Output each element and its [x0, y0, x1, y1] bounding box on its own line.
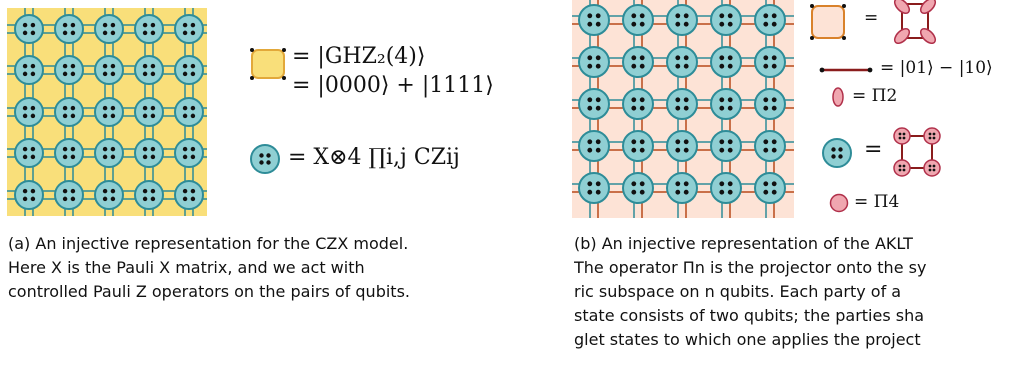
- caption-b: (b) An injective representation of the A…: [574, 232, 1011, 352]
- lattice-site: [710, 4, 742, 36]
- lattice-site: [710, 172, 742, 204]
- lattice-site: [14, 180, 44, 210]
- lattice-site: [14, 14, 44, 44]
- lattice-site: [710, 130, 742, 162]
- caption-a-line: (a) An injective representation for the …: [8, 234, 409, 253]
- singlet-bond-icon: [819, 67, 873, 73]
- lattice-site: [174, 55, 204, 85]
- lattice-site: [134, 14, 164, 44]
- lattice-site: [666, 172, 698, 204]
- lattice-site: [14, 138, 44, 168]
- lattice-site: [174, 97, 204, 127]
- lattice-site: [666, 4, 698, 36]
- lattice-site: [14, 97, 44, 127]
- lattice-site: [54, 14, 84, 44]
- singlet-equation: = |01⟩ − |10⟩: [880, 58, 993, 78]
- lattice-site: [578, 4, 610, 36]
- lattice-site: [14, 55, 44, 85]
- lattice-site: [54, 97, 84, 127]
- lattice-site: [754, 130, 786, 162]
- lattice-site: [622, 4, 654, 36]
- lattice-site: [622, 46, 654, 78]
- ghz-expansion: = |0000⟩ + |1111⟩: [292, 73, 494, 98]
- pi4-equation: = Π4: [854, 192, 900, 212]
- lattice-site: [578, 88, 610, 120]
- lattice-site: [578, 172, 610, 204]
- caption-b-line: (b) An injective representation of the A…: [574, 234, 913, 253]
- ghz-equation: = |GHZ₂(4)⟩: [292, 44, 426, 69]
- lattice-site: [54, 180, 84, 210]
- lattice-site: [666, 46, 698, 78]
- lattice-site: [134, 138, 164, 168]
- czx-site-equation: = X⊗4 ∏i,j CZij: [288, 145, 460, 170]
- lattice-site: [174, 14, 204, 44]
- lattice-site: [710, 88, 742, 120]
- lattice-site: [710, 46, 742, 78]
- pi4-projector-icon: [829, 193, 849, 213]
- lattice-site: [94, 55, 124, 85]
- caption-a-line: controlled Pauli Z operators on the pair…: [8, 282, 410, 301]
- lattice-site: [754, 4, 786, 36]
- lattice-site: [94, 14, 124, 44]
- lattice-site: [666, 88, 698, 120]
- lattice-site: [754, 172, 786, 204]
- aklt-plaquette-icon: [810, 4, 846, 40]
- lattice-site: [666, 130, 698, 162]
- lattice-site: [54, 138, 84, 168]
- lattice-site: [754, 88, 786, 120]
- caption-b-line: glet states to which one applies the pro…: [574, 330, 921, 349]
- lattice-site: [622, 88, 654, 120]
- caption-b-line: The operator Πn is the projector onto th…: [574, 258, 927, 277]
- lattice-site: [94, 97, 124, 127]
- lattice-site: [578, 46, 610, 78]
- lattice-site: [174, 138, 204, 168]
- pi2-equation: = Π2: [852, 86, 898, 106]
- lattice-site: [94, 138, 124, 168]
- lattice-site: [94, 180, 124, 210]
- lattice-site: [54, 55, 84, 85]
- lattice-site: [622, 172, 654, 204]
- lattice-site: [578, 130, 610, 162]
- caption-a-line: Here X is the Pauli X matrix, and we act…: [8, 258, 365, 277]
- lattice-site: [134, 97, 164, 127]
- czx-lattice: [7, 8, 207, 216]
- caption-b-line: state consists of two qubits; the partie…: [574, 306, 925, 325]
- ghz-plaquette-icon: [250, 48, 286, 80]
- lattice-site: [134, 180, 164, 210]
- lattice-site: [754, 46, 786, 78]
- projector-square-pi2-icon: [893, 0, 937, 44]
- caption-b-line: ric subspace on n qubits. Each party of …: [574, 282, 902, 301]
- lattice-site: [134, 55, 164, 85]
- aklt-site-icon: [822, 138, 852, 168]
- aklt-lattice: [572, 0, 794, 218]
- lattice-site: [622, 130, 654, 162]
- czx-site-icon: [250, 144, 280, 174]
- caption-a: (a) An injective representation for the …: [8, 232, 528, 304]
- projector-square-pi4-icon: [893, 127, 941, 177]
- lattice-site: [174, 180, 204, 210]
- aklt-plaquette-equals: =: [864, 8, 879, 28]
- aklt-site-equals: =: [864, 137, 883, 162]
- pi2-projector-icon: [832, 87, 844, 107]
